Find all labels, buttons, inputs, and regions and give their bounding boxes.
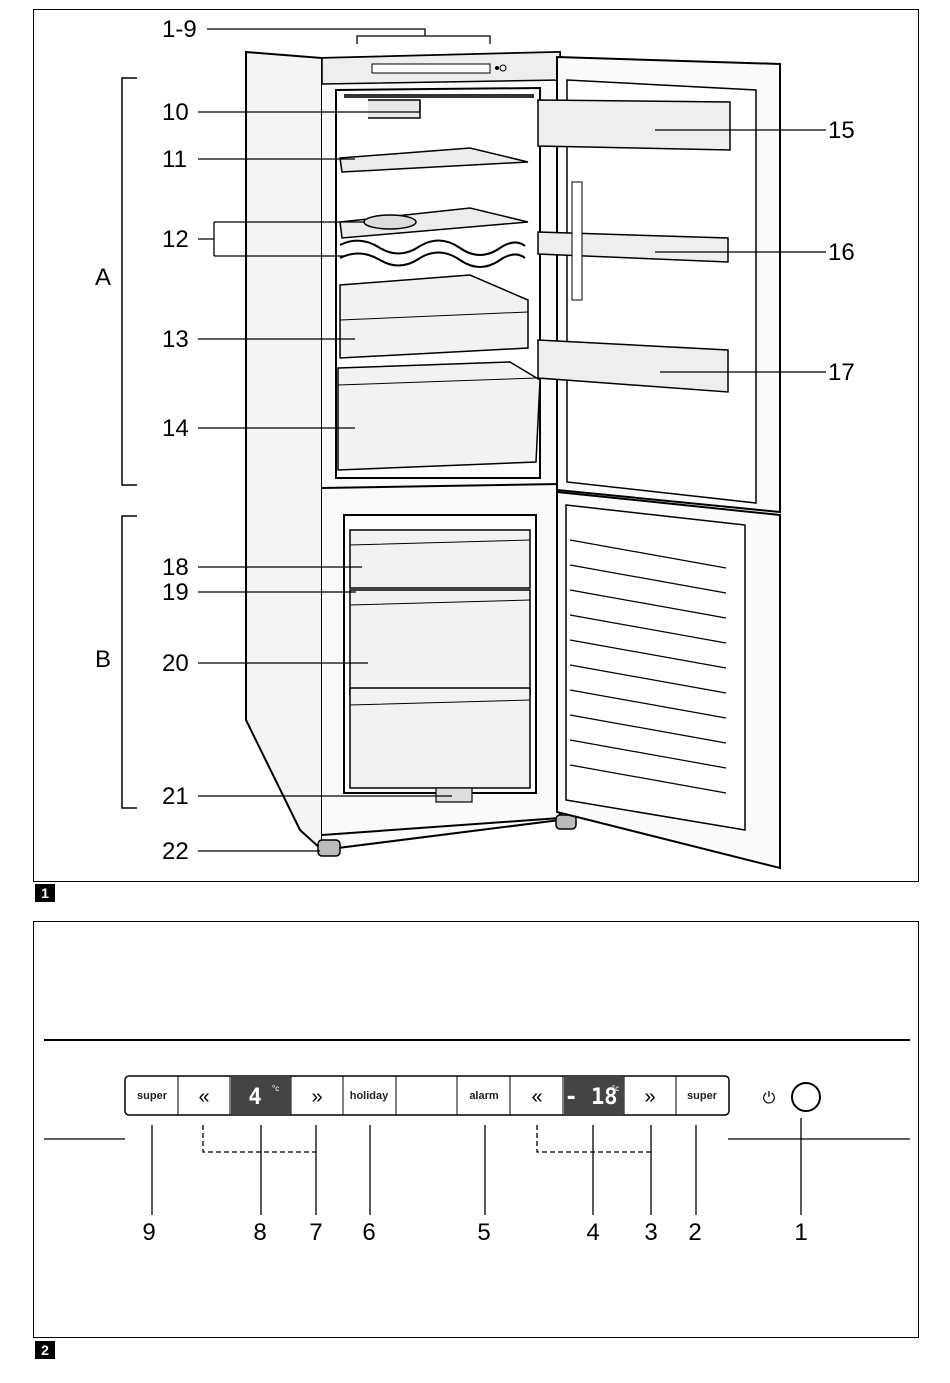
section-b-label: B: [95, 646, 111, 673]
fridge-temp-up-button[interactable]: »: [311, 1086, 322, 1108]
figure-2-frame: [33, 921, 919, 1338]
callout-18: 18: [162, 554, 189, 581]
callout-12: 12: [162, 226, 189, 253]
fig2-leader-lines: [151, 1118, 802, 1215]
power-button[interactable]: [791, 1082, 821, 1112]
freezer-display-bg: [564, 1077, 624, 1114]
callout-1-9: 1-9: [162, 16, 197, 43]
holiday-button[interactable]: holiday: [350, 1090, 389, 1102]
freezer-temp-up-button[interactable]: »: [644, 1086, 655, 1108]
panel-callout-3: 3: [644, 1219, 657, 1246]
fridge-temp-down-button[interactable]: «: [198, 1086, 209, 1108]
super-button-left[interactable]: super: [137, 1090, 168, 1102]
callout-10: 10: [162, 99, 189, 126]
panel-callout-6: 6: [362, 1219, 375, 1246]
figure-1-badge: 1: [35, 884, 55, 902]
control-panel: [124, 1075, 730, 1116]
panel-callout-5: 5: [477, 1219, 490, 1246]
fridge-temp-unit: °c: [272, 1084, 279, 1093]
panel-callout-2: 2: [688, 1219, 701, 1246]
panel-lines: [44, 1039, 910, 1140]
callout-21: 21: [162, 783, 189, 810]
callout-20: 20: [162, 650, 189, 677]
alarm-button[interactable]: alarm: [469, 1090, 499, 1102]
callout-22: 22: [162, 838, 189, 865]
fridge-temp-display: 4: [248, 1085, 261, 1110]
callout-15: 15: [828, 117, 855, 144]
super-button-right[interactable]: super: [687, 1090, 718, 1102]
callout-16: 16: [828, 239, 855, 266]
callout-17: 17: [828, 359, 855, 386]
fig1-leader-lines: [198, 28, 826, 852]
panel-callout-7: 7: [309, 1219, 322, 1246]
panel-callout-4: 4: [586, 1219, 599, 1246]
panel-callout-1: 1: [794, 1219, 807, 1246]
freezer-temp-display: - 18: [565, 1085, 618, 1110]
figure-2-badge: 2: [35, 1341, 55, 1359]
callout-11: 11: [162, 146, 187, 173]
panel-callout-9: 9: [142, 1219, 155, 1246]
section-brackets: [121, 77, 137, 809]
fig1-callout-labels: 1-9 10 11 12 13 14 15 16 17 18 19 20 21 …: [162, 16, 855, 865]
fig2-callout-labels: 9 8 7 6 5 4 3 2 1: [142, 1219, 807, 1246]
freezer-temp-down-button[interactable]: «: [531, 1086, 542, 1108]
callout-13: 13: [162, 326, 189, 353]
fridge-drawing: [245, 50, 781, 870]
fridge-display-bg: [231, 1077, 291, 1114]
section-a-label: A: [95, 264, 111, 291]
callout-14: 14: [162, 415, 189, 442]
power-icon: ⏻: [763, 1090, 776, 1107]
panel-callout-8: 8: [253, 1219, 266, 1246]
callout-19: 19: [162, 579, 189, 606]
freezer-temp-unit: °c: [612, 1084, 619, 1093]
